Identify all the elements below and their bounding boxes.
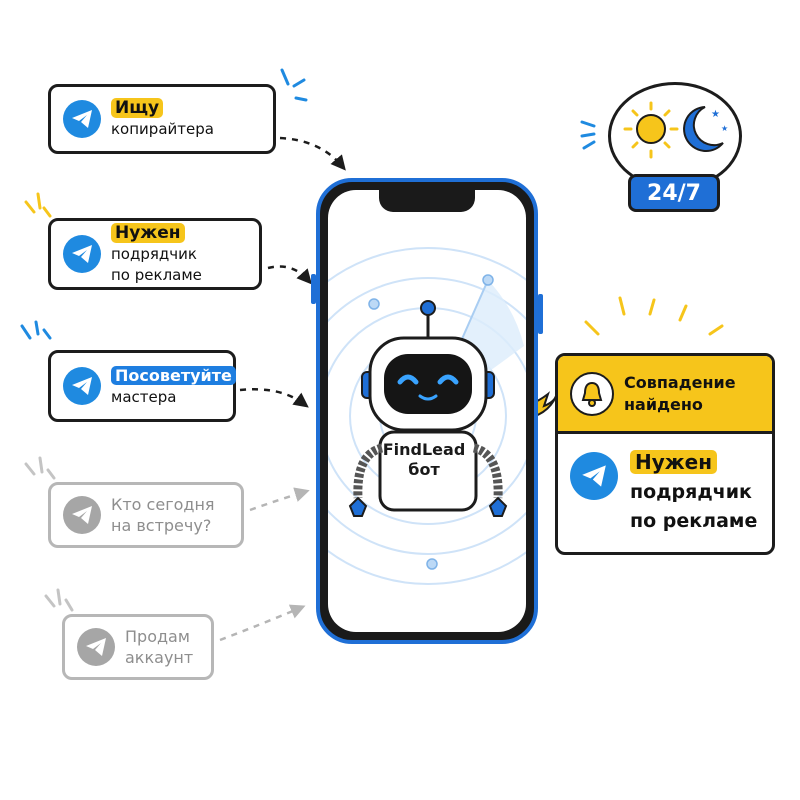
message-text: Кто сегодня: [111, 495, 215, 514]
message-text: Продам: [125, 627, 190, 646]
message-text: на встречу?: [111, 516, 212, 535]
match-result-card[interactable]: Совпадение найдено Нужен подрядчик по ре…: [555, 353, 775, 555]
match-header: Совпадение найдено: [558, 356, 772, 434]
match-title-line2: найдено: [624, 394, 703, 414]
availability-badge: 24/7: [628, 174, 720, 212]
telegram-icon: [77, 628, 115, 666]
sun-icon: [623, 101, 679, 159]
match-text-line3: по рекламе: [630, 510, 758, 532]
match-keyword: Нужен: [630, 450, 718, 474]
bell-icon: [570, 371, 614, 416]
message-text: мастера: [111, 387, 177, 406]
message-text: по рекламе: [111, 265, 202, 284]
match-title-line1: Совпадение: [624, 372, 736, 392]
message-card-3[interactable]: Посоветуйте мастера: [48, 350, 236, 422]
phone-notch: [379, 190, 475, 212]
message-keyword: Ищу: [111, 98, 164, 118]
telegram-icon: [570, 452, 618, 500]
message-text: аккаунт: [125, 648, 194, 667]
bot-label: FindLead бот: [368, 440, 480, 480]
message-text: копирайтера: [111, 120, 214, 138]
telegram-icon: [63, 496, 101, 534]
message-card-5[interactable]: Продам аккаунт: [62, 614, 214, 680]
telegram-icon: [63, 235, 101, 273]
match-text-line2: подрядчик: [630, 481, 752, 503]
message-keyword: Посоветуйте: [111, 365, 236, 385]
message-card-4[interactable]: Кто сегодня на встречу?: [48, 482, 244, 548]
message-text: подрядчик: [111, 244, 197, 263]
bot-suffix: бот: [408, 460, 440, 479]
svg-text:★: ★: [721, 124, 728, 133]
day-night-badge: ★ ★: [608, 82, 742, 190]
svg-text:★: ★: [711, 109, 720, 120]
telegram-icon: [63, 100, 101, 138]
phone-mockup: [311, 178, 543, 644]
message-keyword: Нужен: [111, 222, 185, 243]
message-card-1[interactable]: Ищу копирайтера: [48, 84, 276, 154]
message-card-2[interactable]: Нужен подрядчик по рекламе: [48, 218, 262, 290]
bot-name: FindLead: [382, 440, 466, 459]
robot-icon: [348, 300, 508, 517]
match-body: Нужен подрядчик по рекламе: [558, 434, 772, 550]
moon-icon: ★ ★: [683, 106, 728, 152]
phone-screen: [328, 190, 526, 632]
telegram-icon: [63, 367, 101, 405]
